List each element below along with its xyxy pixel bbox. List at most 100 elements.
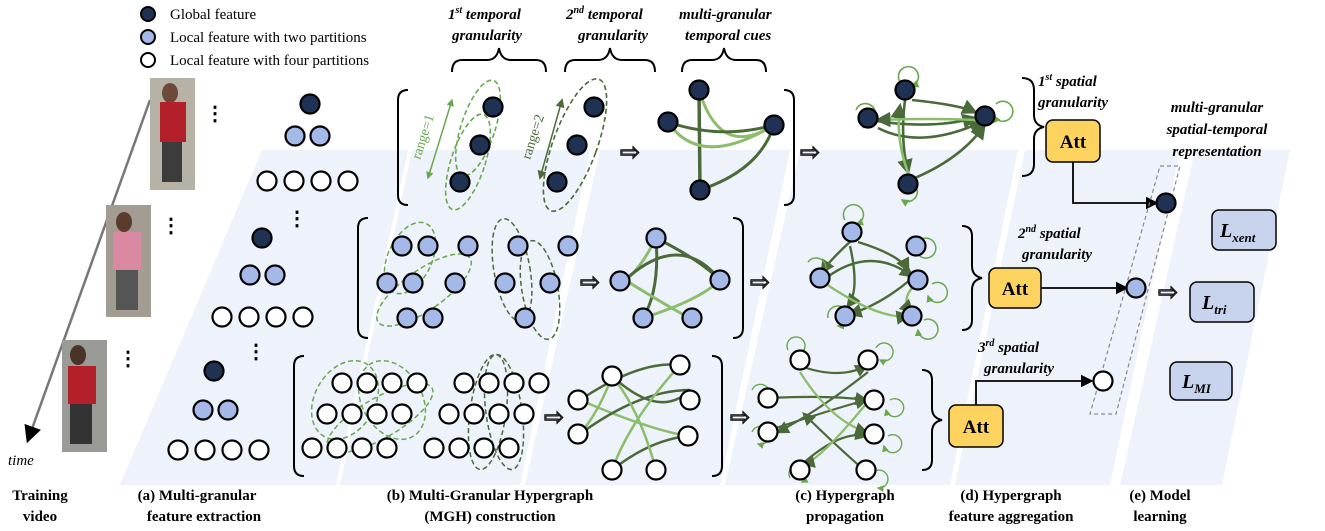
- att-module-1-label: Att: [1060, 132, 1087, 153]
- legend-four-partitions-marker: [140, 52, 156, 68]
- svg-text:Ltri: Ltri: [1201, 292, 1227, 317]
- pyr3-two-b: [217, 399, 239, 421]
- hyperedge-r2: [542, 77, 608, 213]
- mg-label-line1: multi-granular: [679, 7, 772, 23]
- s3-label-line2: granularity: [983, 361, 1054, 377]
- att-module-3: Att: [948, 404, 1004, 448]
- caption-a-2: feature extraction: [147, 509, 262, 525]
- pyr2-four-a: [211, 306, 233, 328]
- rep-four-part: [1092, 370, 1114, 392]
- panel-b: [340, 150, 590, 485]
- row2-right-bracket: [732, 217, 744, 339]
- s2-label-line2: granularity: [1021, 247, 1092, 263]
- legend-global-marker: [140, 6, 156, 22]
- range1-arrow: [426, 98, 454, 180]
- row1-right-bracket: [783, 89, 795, 206]
- panel-b2: [525, 150, 790, 485]
- row1-propagation: [855, 65, 1045, 207]
- s1-label-line1: 1st spatial: [1038, 72, 1098, 90]
- rep-label-line1: multi-granular: [1171, 100, 1264, 116]
- captions: Training video (a) Multi-granular featur…: [12, 488, 1190, 525]
- row1-construction: range=1 range=2 ⇨ ⇨: [397, 77, 821, 213]
- row3-arrow-1: ⇨: [544, 403, 564, 431]
- pyr1-four-a: [256, 170, 278, 192]
- row2-arrow-2: ⇨: [750, 268, 770, 296]
- hyperedge-r1-a: [454, 79, 502, 177]
- rep-label-line2: spatial-temporal: [1166, 122, 1269, 138]
- t2-label-line1: 2nd temporal: [565, 5, 644, 23]
- caption-c-2: propagation: [806, 509, 885, 525]
- t1-label-line2: granularity: [451, 28, 522, 44]
- t1-brace: [451, 47, 547, 73]
- legend: Global feature Local feature with two pa…: [140, 6, 369, 69]
- row2-propagation: [807, 203, 983, 340]
- time-label: time: [8, 453, 34, 469]
- row2-left-bracket: [357, 217, 369, 339]
- losses: Lxent Ltri LMI: [1169, 209, 1277, 401]
- loss-tri: Ltri: [1189, 281, 1255, 323]
- video-frame-2: [106, 205, 151, 317]
- row3-propagation: [751, 336, 943, 493]
- row1-arrow-2: ⇨: [800, 138, 820, 166]
- rep-global: [1155, 192, 1177, 214]
- caption-b-1: (b) Multi-Granular Hypergraph: [387, 488, 594, 504]
- pyr3-four-d: [248, 439, 270, 461]
- pyr1-two-b: [309, 125, 331, 147]
- panel-a: [120, 150, 408, 485]
- s1-label-line2: granularity: [1037, 95, 1108, 111]
- att-module-2-label: Att: [1002, 279, 1029, 300]
- pyr3-two-a: [192, 399, 214, 421]
- pyr2-two-a: [239, 264, 261, 286]
- att-module-2: Att: [988, 267, 1042, 309]
- pyr2-four-d: [292, 306, 314, 328]
- row3-construction: ⇨ ⇨: [293, 353, 751, 481]
- svg-text:⋮: ⋮: [246, 341, 266, 363]
- pyr3-four-a: [167, 439, 189, 461]
- t2-brace: [564, 47, 656, 73]
- caption-c-1: (c) Hypergraph: [795, 488, 895, 504]
- row3-left-bracket: [293, 355, 305, 477]
- panel-c: [725, 150, 1018, 485]
- svg-text:Lxent: Lxent: [1219, 220, 1256, 245]
- loss-mi: LMI: [1169, 361, 1233, 401]
- pyr3-four-b: [194, 439, 216, 461]
- feature-pyramids: [167, 93, 359, 461]
- training-video: time ⋮ ⋮ ⋮: [8, 78, 225, 469]
- row1-mg-graph: [657, 79, 785, 201]
- row3-arrow-2: ⇨: [730, 403, 750, 431]
- pyr2-global: [251, 227, 273, 249]
- caption-b-2: (MGH) construction: [424, 509, 556, 525]
- row3-mg-graph: [567, 354, 701, 481]
- aggregation: 1st spatial granularity 2nd spatial gran…: [948, 72, 1269, 448]
- row1-left-bracket: [397, 89, 409, 206]
- t2-label-line2: granularity: [577, 28, 648, 44]
- row2-mg-graph: [609, 227, 731, 329]
- pyramid-ellipses: ⋮ ⋮: [246, 208, 307, 363]
- att-module-3-label: Att: [963, 417, 990, 438]
- header-labels: 1st temporal granularity 2nd temporal gr…: [448, 5, 772, 73]
- caption-d-2: feature aggregation: [949, 509, 1074, 525]
- t1-label-line1: 1st temporal: [448, 5, 522, 23]
- legend-two-partitions-marker: [140, 29, 156, 45]
- video-frame-3: [62, 340, 107, 452]
- row1-arrow-1: ⇨: [620, 138, 640, 166]
- mg-brace: [681, 47, 767, 73]
- svg-text:LMI: LMI: [1181, 371, 1212, 396]
- row2-construction: ⇨ ⇨: [357, 217, 771, 341]
- range2-arrow: [537, 98, 565, 180]
- caption-d-1: (d) Hypergraph: [960, 488, 1062, 504]
- representation-box: [1089, 165, 1181, 415]
- svg-text:⋮: ⋮: [287, 208, 307, 230]
- pyr3-four-c: [221, 439, 243, 461]
- caption-a-1: (a) Multi-granular: [138, 488, 257, 504]
- legend-four-partitions-label: Local feature with four partitions: [170, 53, 369, 69]
- pyr2-four-c: [265, 306, 287, 328]
- mg-label-line2: temporal cues: [685, 28, 771, 44]
- pyr1-two-a: [284, 125, 306, 147]
- row2-arrow-1: ⇨: [580, 268, 600, 296]
- ellipsis-frame-3: ⋮: [118, 348, 138, 370]
- legend-global-label: Global feature: [170, 7, 257, 23]
- pyr1-four-b: [283, 170, 305, 192]
- rep-label-line3: representation: [1172, 144, 1261, 160]
